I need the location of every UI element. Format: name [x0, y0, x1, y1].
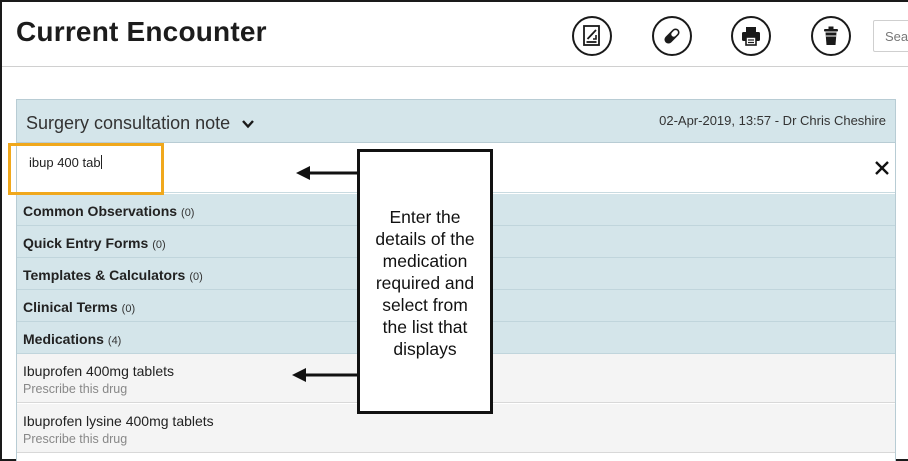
category-label: Common Observations [23, 203, 178, 219]
encounter-search-input[interactable]: ibup 400 tab [29, 155, 102, 170]
category-count: (4) [107, 335, 122, 347]
text-caret [100, 155, 102, 169]
header-divider [2, 66, 908, 67]
report-button[interactable] [572, 16, 612, 56]
printer-icon [742, 27, 760, 46]
note-header[interactable]: Surgery consultation note 02-Apr-2019, 1… [17, 100, 895, 143]
arrow-left-icon [292, 368, 358, 382]
category-label: Templates & Calculators [23, 267, 186, 283]
callout-line: displays [393, 339, 457, 359]
drug-name: Ibuprofen lysine 400mg tablets [23, 413, 214, 429]
category-label: Clinical Terms [23, 299, 118, 315]
instruction-callout: Enter the details of the medication requ… [357, 149, 493, 414]
callout-line: medication [382, 251, 468, 271]
pill-icon [664, 28, 680, 44]
note-title[interactable]: Surgery consultation note [26, 113, 231, 133]
print-button[interactable] [731, 16, 771, 56]
callout-line: required and [375, 273, 475, 293]
delete-button[interactable] [811, 16, 851, 56]
category-label: Medications [23, 331, 104, 347]
category-count: (0) [152, 239, 166, 251]
category-label: Quick Entry Forms [23, 235, 149, 251]
callout-line: the list that [382, 317, 468, 337]
drug-action: Prescribe this drug [23, 432, 128, 446]
close-icon[interactable] [874, 160, 890, 176]
trash-icon [824, 26, 838, 45]
note-meta: 02-Apr-2019, 13:57 - Dr Chris Cheshire [659, 113, 886, 128]
chevron-down-icon[interactable] [241, 117, 255, 131]
search-value: ibup 400 tab [29, 155, 101, 170]
category-count: (0) [189, 271, 203, 283]
callout-line: Enter the [389, 207, 461, 227]
search-highlight-box [8, 143, 164, 195]
drug-name: Ibuprofen 400mg tablets [23, 363, 174, 379]
callout-line: details of the [375, 229, 475, 249]
arrow-left-icon [296, 166, 358, 180]
drug-action: Prescribe this drug [23, 382, 128, 396]
page-title: Current Encounter [16, 16, 267, 47]
category-count: (0) [181, 207, 195, 219]
global-search-input[interactable]: Search [873, 20, 908, 52]
callout-line: select from [382, 295, 468, 315]
category-count: (0) [121, 303, 136, 315]
medication-button[interactable] [652, 16, 692, 56]
report-icon [583, 25, 600, 46]
